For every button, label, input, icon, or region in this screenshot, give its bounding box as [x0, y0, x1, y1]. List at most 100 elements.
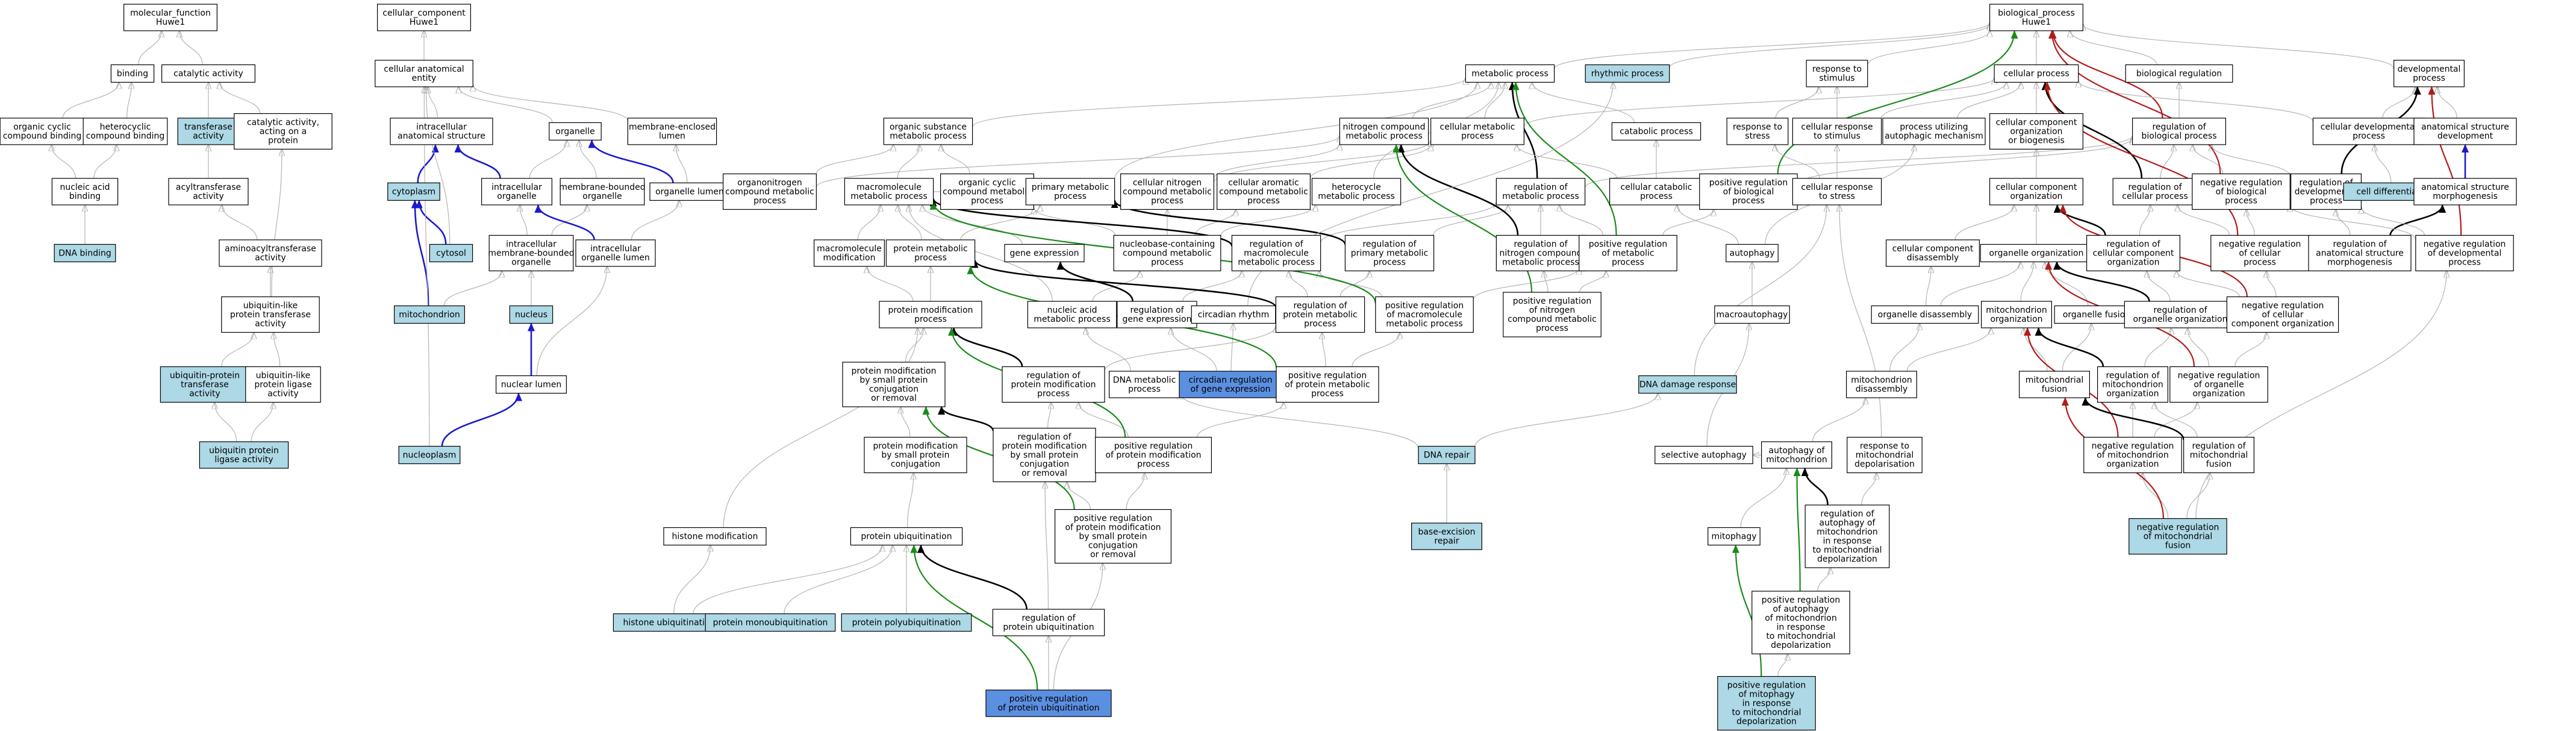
node-box-negregmitofusion: [2128, 518, 2227, 555]
node-box-mitodisasm: [1846, 371, 1918, 398]
node-label-posregmet: positive regulation: [1589, 240, 1667, 249]
node-label-regprotmet: regulation of: [1293, 301, 1347, 311]
node-label-cellarom: process: [1247, 196, 1280, 206]
node-label-bp: biological_process: [1998, 8, 2075, 18]
node-label-dnarepair: DNA repair: [1424, 451, 1470, 460]
node-label-regprimmet: regulation of: [1362, 240, 1417, 249]
node-label-posregautophmito: positive regulation: [1762, 595, 1840, 605]
edge-dnadamage-to-cellrespstress: [1694, 205, 1827, 376]
node-box-histmod: [663, 527, 767, 546]
edge-mito-to-cytoplasm: [411, 199, 429, 306]
node-label-negregdev: process: [2448, 258, 2481, 268]
edge-respstress-to-resp: [1775, 87, 1819, 119]
node-label-ublptrans: ubiquitin-like: [243, 301, 298, 311]
edge-protubi-to-pmspc: [907, 473, 914, 528]
node-label-cc: Huwe1: [410, 17, 438, 27]
node-box-primmet: [1025, 178, 1115, 205]
node-label-orgcyc: organic cyclic: [13, 122, 71, 132]
node-nucleoplasm: nucleoplasm: [398, 445, 461, 465]
node-label-transferase: activity: [193, 131, 224, 141]
node-label-regprotmod: protein modification: [1011, 380, 1096, 390]
node-label-regprotmet: protein metabolic: [1283, 310, 1357, 320]
edge-regautophmito-to-autophmito: [1801, 468, 1829, 506]
node-box-geneexp: [1004, 243, 1085, 263]
node-autophagy: autophagy: [1726, 243, 1779, 263]
edge-nucleobase-to-heteromet: [1220, 205, 1315, 236]
node-label-metab: metabolic process: [1471, 69, 1548, 79]
node-label-protmono: protein monoubiquitination: [713, 618, 828, 628]
node-label-ublptrans: activity: [255, 319, 286, 329]
node-label-ccdisasm: disassembly: [1907, 253, 1959, 263]
node-label-nucleobase: compound metabolic: [1123, 249, 1212, 259]
edge-mitophagy-to-autophmito: [1740, 468, 1786, 528]
node-label-regprotubi: protein ubiquitination: [1003, 623, 1094, 632]
node-box-regpmsmc: [993, 427, 1096, 483]
node-rhythmic: rhythmic process: [1585, 64, 1670, 83]
node-box-hetero: [83, 118, 168, 145]
node-label-resp: response to: [1812, 64, 1862, 74]
node-label-regnitmet: nitrogen compound: [1499, 249, 1582, 259]
node-label-heteromet: metabolic process: [1318, 192, 1395, 201]
node-label-mf: Huwe1: [156, 17, 185, 27]
node-label-negregorgorg: negative regulation: [2178, 371, 2260, 381]
node-label-regmitoorg: regulation of: [2106, 371, 2160, 381]
edge-nuclumen-to-iol: [536, 266, 607, 376]
edge-ubplig-to-ubptrans: [214, 403, 237, 442]
edge-resp-to-bp: [1867, 31, 1990, 65]
edge-negregdev-to-regdev: [2361, 207, 2425, 236]
node-box-orglumen: [649, 182, 730, 201]
node-label-protmet: process: [914, 253, 947, 263]
node-orgorg: organelle organization: [1980, 243, 2093, 263]
edge-pmspc-to-pmsmc: [900, 407, 911, 438]
node-box-orgsub: [883, 118, 973, 145]
node-label-aminoacyl: aminoacyltransferase: [225, 244, 316, 254]
node-box-intraorg: [481, 178, 552, 205]
node-label-posregprotmet: process: [1311, 389, 1344, 399]
edge-imbo-to-intraorg: [520, 205, 528, 236]
node-label-regmet: metabolic process: [1502, 192, 1579, 201]
edge-posregautophmito-to-regautophmito: [1817, 568, 1830, 592]
edge-negregccorg-to-negregcell: [2266, 271, 2277, 297]
node-label-regmitofusion: fusion: [2206, 460, 2231, 469]
node-box-macromod: [813, 239, 885, 267]
edge-nucbind-to-orgcyc: [52, 145, 76, 179]
node-label-posregnit: positive regulation: [1513, 296, 1591, 306]
node-label-posregmet: of metabolic: [1601, 249, 1654, 259]
edge-nitmet-to-metab: [1412, 83, 1491, 119]
node-label-devproc: developmental: [2398, 64, 2461, 74]
edge-cellresp-to-cellproc: [1881, 83, 2006, 119]
node-label-regmacro: metabolic process: [1238, 258, 1315, 268]
node-label-regnitmet: metabolic process: [1502, 258, 1579, 268]
node-box-respdepol: [1847, 436, 1923, 474]
edge-mitofusion-to-orgfusion: [2062, 324, 2091, 372]
edge-cellcat-to-cellmet: [1517, 145, 1618, 179]
node-box-mitophagy: [1707, 527, 1760, 546]
node-label-heteromet: heterocycle: [1332, 183, 1381, 192]
edge-posregmet-to-metab: [1512, 81, 1617, 236]
edge-macromet-to-orgsub: [897, 145, 919, 179]
node-label-geneexp: gene expression: [1010, 249, 1079, 259]
edge-pmsmc-to-protmod: [905, 328, 923, 363]
node-label-ber: base-excision: [1418, 527, 1475, 537]
node-box-negregdev: [2415, 234, 2514, 272]
edge-orgdisasm-to-ccdisasm: [1926, 266, 1931, 306]
edge-cellarom-to-cellmet: [1309, 145, 1430, 179]
edge-regdev-to-regbio: [2212, 145, 2292, 178]
node-label-cellrespstress: cellular response: [1801, 183, 1873, 192]
node-box-imbo: [488, 234, 574, 272]
node-orgdisasm: organelle disassembly: [1871, 305, 1979, 324]
edge-regmet-to-metab: [1508, 81, 1538, 179]
node-label-negregmitofusion: negative regulation: [2137, 523, 2219, 533]
